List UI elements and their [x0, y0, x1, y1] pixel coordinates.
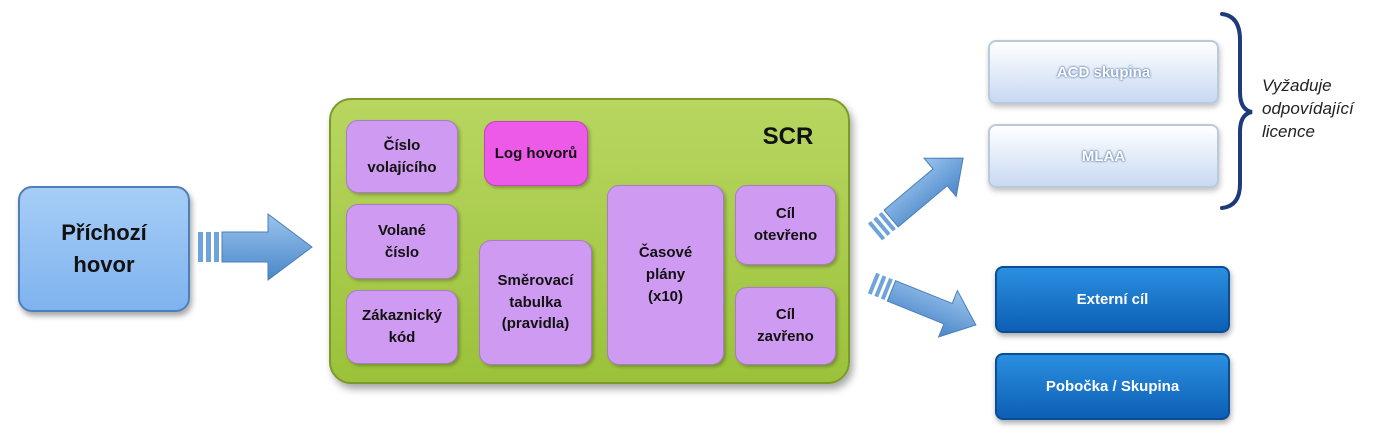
routing-table-box: Směrovací tabulka (pravidla): [479, 240, 592, 365]
destination-open-box: Cíl otevřeno: [735, 185, 836, 265]
incoming-call-node: Příchozí hovor: [18, 186, 190, 312]
caller-number-box: Číslo volajícího: [346, 120, 458, 193]
license-note: Vyžaduje odpovídající licence: [1262, 76, 1354, 141]
time-schedules-box: Časové plány (x10): [607, 185, 724, 365]
external-destination-box: Externí cíl: [995, 266, 1230, 333]
called-number-box: Volané číslo: [346, 204, 458, 279]
acd-group-box: ACD skupina: [988, 40, 1219, 104]
destination-closed-box: Cíl zavřeno: [735, 287, 836, 365]
call-log-box: Log hovorů: [484, 121, 588, 186]
arrow-scr-to-licensed: [867, 157, 964, 241]
scr-title: SCR: [762, 123, 814, 150]
arrow-incoming-to-scr: [198, 213, 313, 281]
customer-code-box: Zákaznický kód: [346, 290, 458, 364]
arrow-scr-to-destinations: [867, 272, 977, 338]
branch-group-box: Pobočka / Skupina: [995, 353, 1230, 420]
curly-brace: [1220, 12, 1253, 210]
mlaa-box: MLAA: [988, 124, 1219, 188]
